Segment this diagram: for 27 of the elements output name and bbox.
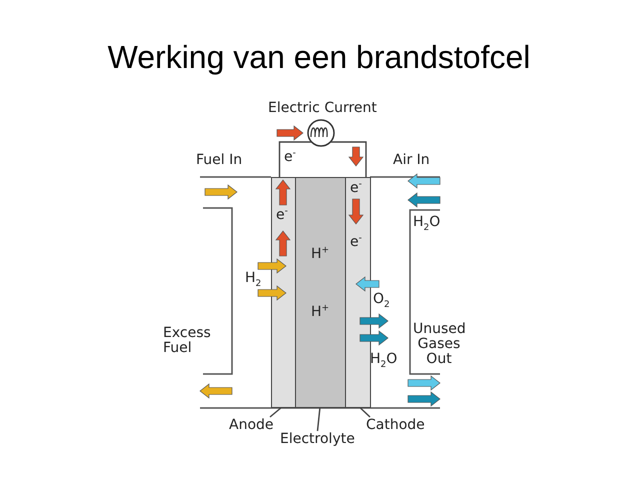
leader-line [316,408,321,432]
text-label: e$^{-}$ [350,235,362,250]
wire [330,141,367,177]
cathode-layer [345,177,371,408]
text-label: H$^{+}$ [311,247,330,262]
part-label: Electrolyte [280,432,355,447]
part-label: Cathode [366,418,425,433]
text-label: H$^{+}$ [311,305,330,320]
text-label: e$^{-}$ [284,150,296,165]
leader-line [270,407,282,418]
text-label: H$_{2}$ [245,271,262,286]
leader-line [360,407,370,418]
text-label: Fuel In [196,153,242,168]
text-label: O$_{2}$ [373,292,390,307]
coil-symbol [307,119,335,147]
electrolyte-layer [295,177,346,408]
text-label: H$_{2}$O [413,215,440,230]
text-label: Air In [393,153,430,168]
text-label: e$^{-}$ [350,181,362,196]
title: Werking van een brandstofcel [106,38,532,76]
text-label: Unused Gases Out [413,322,465,367]
wire [278,141,312,177]
text-label: e$^{-}$ [276,208,288,223]
part-label: Anode [229,418,274,433]
caption-label: Electric Current [268,101,377,116]
text-label: H$_{2}$O [370,352,398,367]
text-label: Excess Fuel [163,326,212,356]
